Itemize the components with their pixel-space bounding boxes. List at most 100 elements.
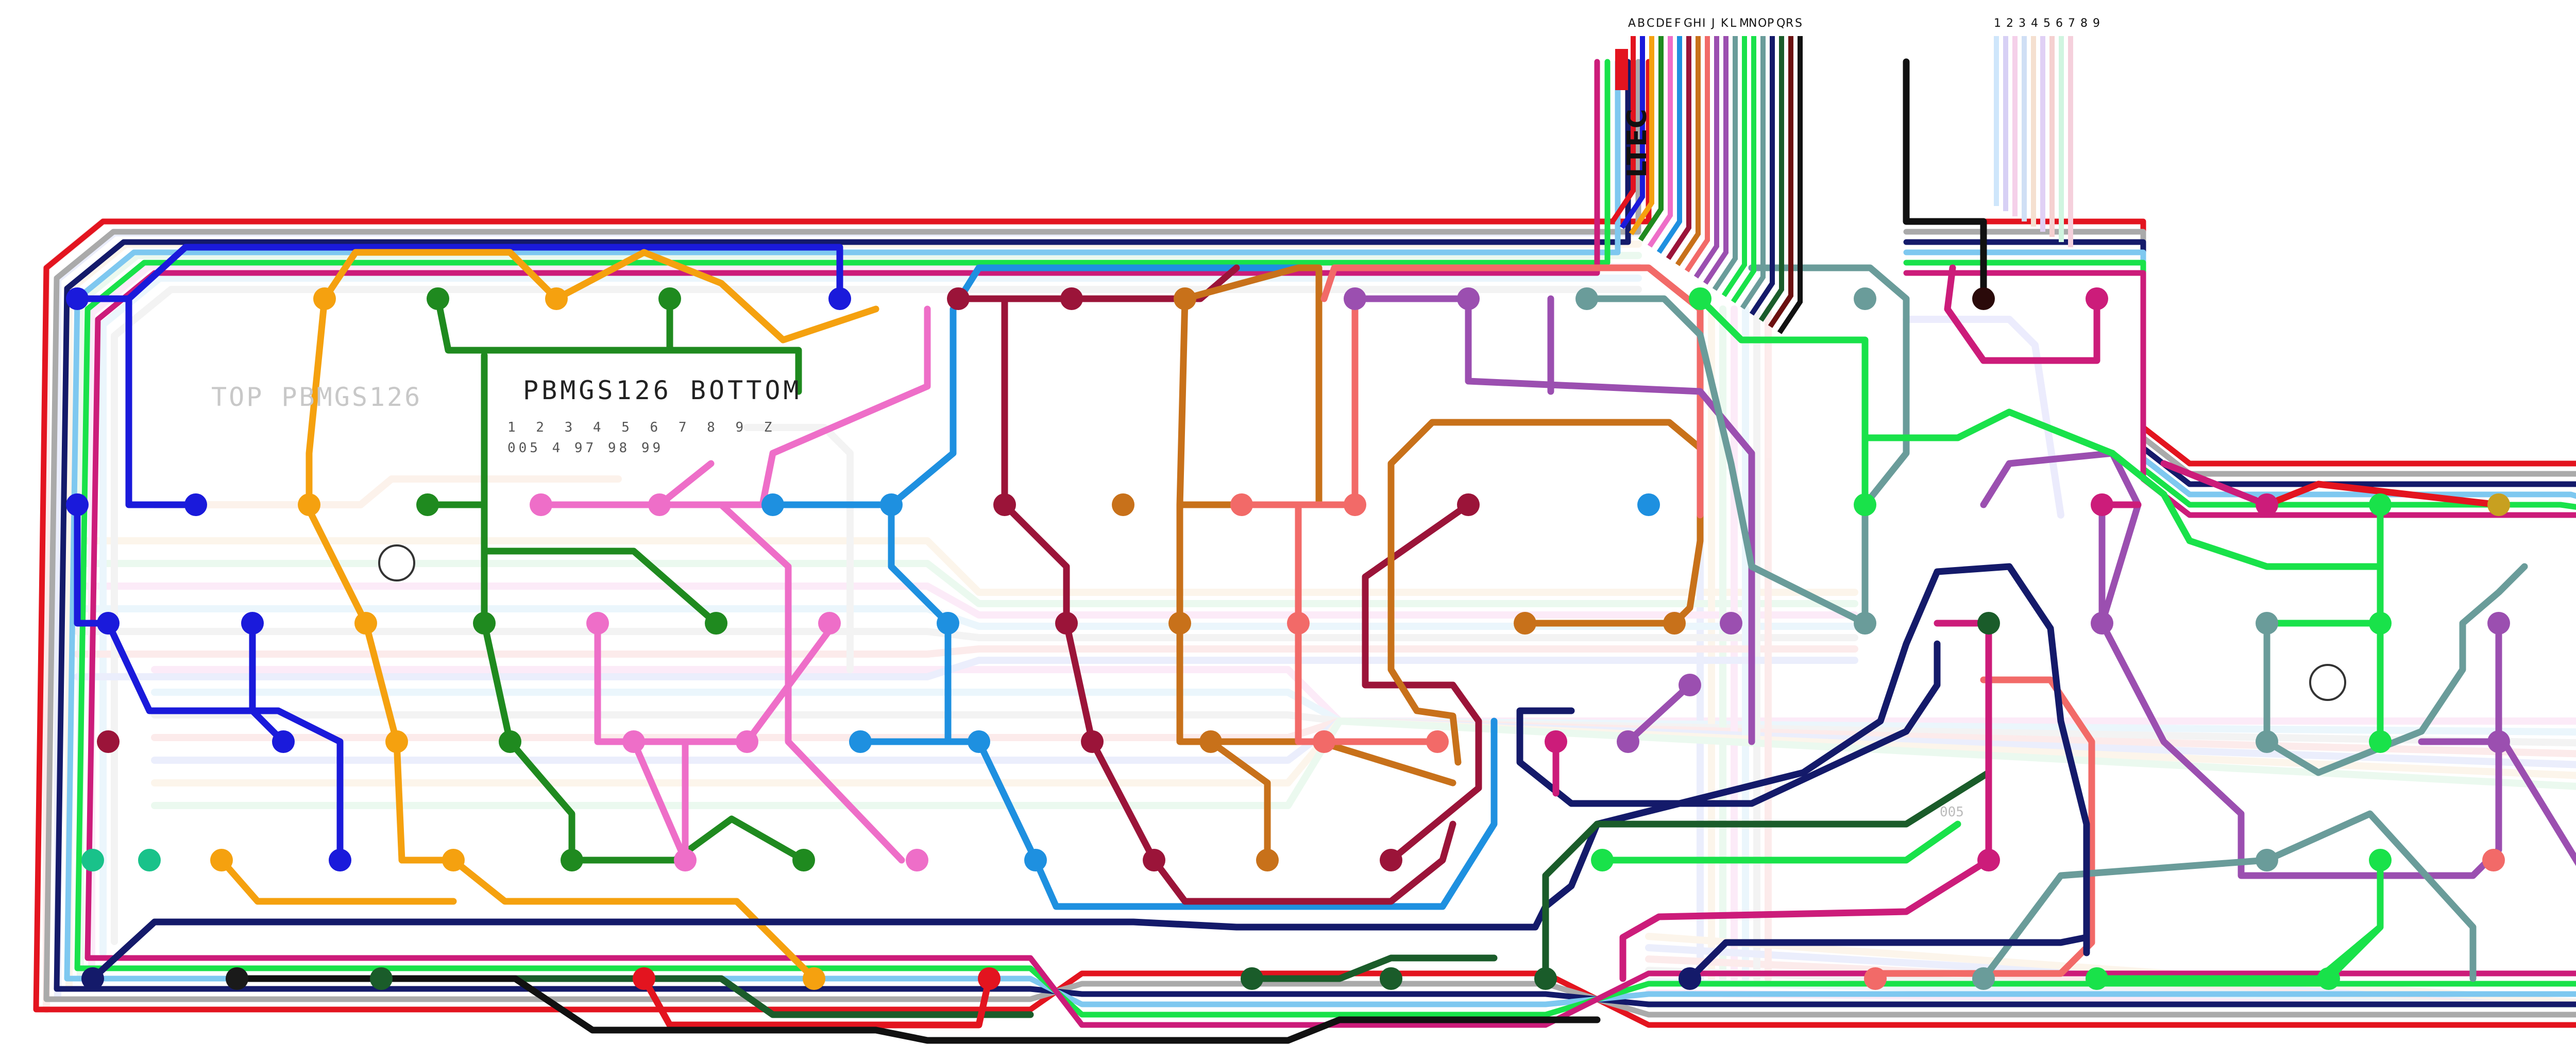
trace (1619, 36, 1645, 229)
mounting-hole-right (2309, 664, 2346, 701)
trace (1749, 36, 1775, 316)
contact-pad (2256, 849, 2278, 871)
contact-pad (736, 730, 758, 753)
trace (1629, 36, 1654, 235)
contact-pad (97, 730, 120, 753)
trace (1768, 36, 1793, 328)
contact-pad (648, 493, 671, 516)
contact-pad (828, 287, 851, 310)
contact-pad (1720, 612, 1742, 635)
trace (1721, 36, 1747, 297)
trace (1516, 640, 1941, 807)
contact-pad (1854, 612, 1876, 635)
contact-pad (1854, 287, 1876, 310)
contact-pad (226, 967, 248, 990)
inner-code-label: 005 (1940, 805, 1964, 820)
connector-number: 8 (2080, 17, 2088, 30)
trace (1684, 36, 1710, 272)
contact-pad (1679, 674, 1701, 696)
connector-number: 2 (2006, 17, 2013, 30)
trace (1647, 36, 1673, 248)
connector-number: 9 (2093, 17, 2100, 30)
contact-pad (385, 730, 408, 753)
contact-pad (1663, 612, 1686, 635)
contact-pad (1426, 730, 1449, 753)
contact-pad (1287, 612, 1310, 635)
trace (74, 537, 1858, 596)
trace (1980, 450, 2576, 879)
trace (743, 424, 854, 673)
contact-pad (1380, 967, 1402, 990)
contact-pad (1024, 849, 1047, 871)
contact-pad (530, 493, 552, 516)
contact-pad (880, 493, 903, 516)
trace (1758, 36, 1784, 322)
trace (151, 689, 2576, 736)
contact-pad (2487, 493, 2510, 516)
contact-pad (1534, 967, 1557, 990)
connector-letter: H (1693, 17, 1702, 30)
trace (1740, 36, 1766, 310)
trace (54, 59, 2576, 1007)
trace (1712, 36, 1738, 291)
contact-pad (1457, 287, 1480, 310)
contact-pad (1854, 493, 1876, 516)
row-codes-label: 005 4 97 98 99 (507, 440, 664, 456)
trace (1645, 933, 2576, 1006)
trace (43, 59, 2576, 1018)
trace (1903, 316, 2064, 519)
connector-number: 3 (2019, 17, 2026, 30)
contact-pad (2091, 612, 2113, 635)
contact-pad (993, 493, 1016, 516)
trace (74, 59, 2576, 1018)
bottom-silk-label: PBMGS126 BOTTOM (523, 375, 802, 405)
trace (1387, 419, 1704, 766)
connector-letter: G (1684, 17, 1692, 30)
connector-letter: I (1702, 17, 1706, 30)
contact-pad (1689, 287, 1711, 310)
contact-pad (81, 849, 104, 871)
contact-pad (1313, 730, 1335, 753)
contact-pad (97, 612, 120, 635)
contact-pad (792, 849, 815, 871)
connector-letter: R (1786, 17, 1793, 30)
contact-pad (241, 612, 264, 635)
contact-pad (138, 849, 161, 871)
contact-pad (968, 730, 990, 753)
contact-pad (937, 612, 959, 635)
row-numbers-label: 1 2 3 4 5 6 7 8 9 Z (507, 420, 778, 435)
circuit-traces (74, 58, 2576, 1044)
contact-pad (1977, 612, 2000, 635)
trace (1980, 810, 2477, 982)
trace (1731, 36, 1756, 303)
contact-pad (272, 730, 295, 753)
contact-pad (1143, 849, 1165, 871)
trace (84, 59, 2576, 1028)
trace (151, 666, 2576, 725)
contact-pad (803, 967, 825, 990)
trace (33, 59, 2576, 1028)
trace (151, 475, 622, 508)
contact-pad (561, 849, 583, 871)
contact-pad (2091, 493, 2113, 516)
contact-pad (442, 849, 465, 871)
contact-pad (1199, 730, 1222, 753)
contact-pad (622, 730, 645, 753)
contact-pad (416, 493, 439, 516)
contact-pad (2256, 730, 2278, 753)
trace (424, 295, 807, 864)
contact-pad (1679, 967, 1701, 990)
trace (640, 975, 993, 1029)
trace (74, 583, 1858, 619)
trace (1656, 36, 1682, 254)
connector-letter: S (1795, 17, 1802, 30)
trace (74, 628, 1858, 641)
contact-pad (1168, 612, 1191, 635)
contact-pad (1514, 612, 1536, 635)
contact-pad (1864, 967, 1887, 990)
contact-pad (473, 612, 496, 635)
contact-pads (66, 287, 2510, 990)
trace (1777, 36, 1803, 334)
contact-pad (2369, 730, 2392, 753)
